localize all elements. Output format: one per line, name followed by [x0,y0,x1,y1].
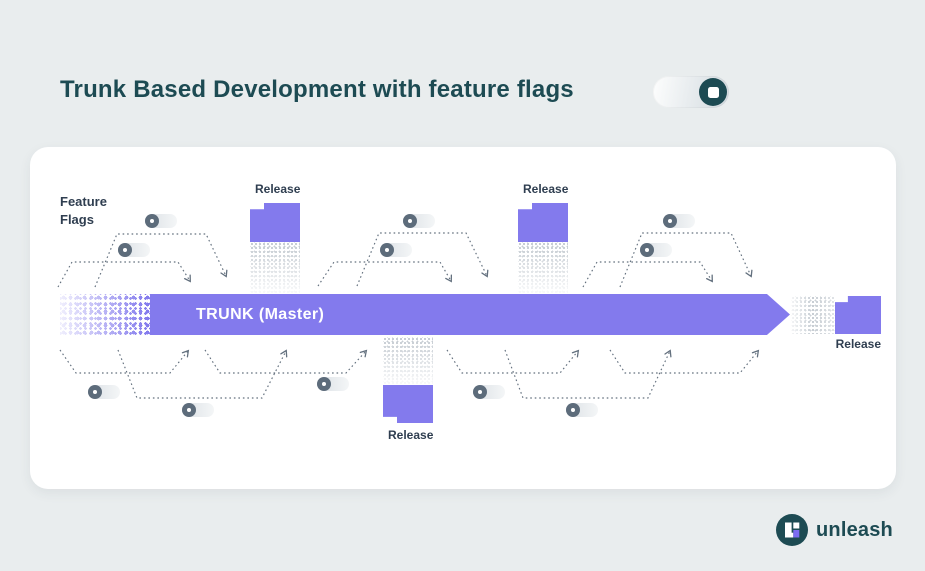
trunk-label: TRUNK (Master) [196,305,325,323]
feature-flag-toggle[interactable] [566,403,598,417]
toggle-knob-icon [473,385,487,399]
feature-flags-label-line2: Flags [60,212,94,227]
toggle-knob-icon [380,243,394,257]
toggle-knob-icon [663,214,677,228]
header-feature-toggle[interactable] [653,76,729,108]
unleash-logo-text: unleash [816,518,893,541]
page-title: Trunk Based Development with feature fla… [60,76,574,103]
branch-path [356,232,489,287]
trunk-arrow-body: TRUNK (Master) [150,294,790,335]
feature-flag-toggle[interactable] [145,214,177,228]
feature-flag-toggle[interactable] [640,243,672,257]
feature-flags-label-line1: Feature [60,194,107,209]
toggle-knob-icon [699,78,727,106]
feature-flag-toggle[interactable] [317,377,349,391]
unleash-logo-icon [776,514,808,546]
release-block [518,203,568,242]
feature-flag-toggle[interactable] [182,403,214,417]
release-block [835,296,881,334]
release-label: Release [255,182,301,196]
branch-path [446,349,580,374]
branch-path [57,261,191,288]
branch-path [619,232,753,288]
trunk-dissolve-pattern [60,294,154,335]
feature-flags-label: Feature Flags [60,193,107,229]
toggle-knob-icon [317,377,331,391]
toggle-knob-icon [182,403,196,417]
branch-path [504,349,672,399]
branch-path [204,349,368,374]
trunk-arrow: TRUNK (Master) [60,294,790,335]
feature-flag-toggle[interactable] [118,243,150,257]
branch-path [317,261,453,287]
toggle-knob-icon [403,214,417,228]
dither-pattern [383,337,433,385]
release-label: Release [523,182,569,196]
release-block [250,203,300,242]
branch-path [117,349,288,399]
release-label: Release [835,337,881,351]
branch-path [94,233,228,288]
branch-path [609,349,760,374]
dither-pattern [518,242,568,294]
dither-pattern [250,242,300,294]
toggle-knob-icon [566,403,580,417]
feature-flag-toggle[interactable] [663,214,695,228]
toggle-knob-icon [640,243,654,257]
toggle-knob-icon [145,214,159,228]
dither-pattern [791,296,835,334]
unleash-logo: unleash [776,514,893,546]
feature-flag-toggle[interactable] [88,385,120,399]
toggle-knob-icon [118,243,132,257]
feature-flag-toggle[interactable] [403,214,435,228]
branch-path [59,349,190,374]
branch-path [582,261,713,288]
release-label: Release [388,428,434,442]
diagram-card: Feature Flags Release Release Release TR… [30,147,896,489]
release-block [383,385,433,423]
feature-flag-toggle[interactable] [473,385,505,399]
toggle-knob-icon [88,385,102,399]
feature-flag-toggle[interactable] [380,243,412,257]
